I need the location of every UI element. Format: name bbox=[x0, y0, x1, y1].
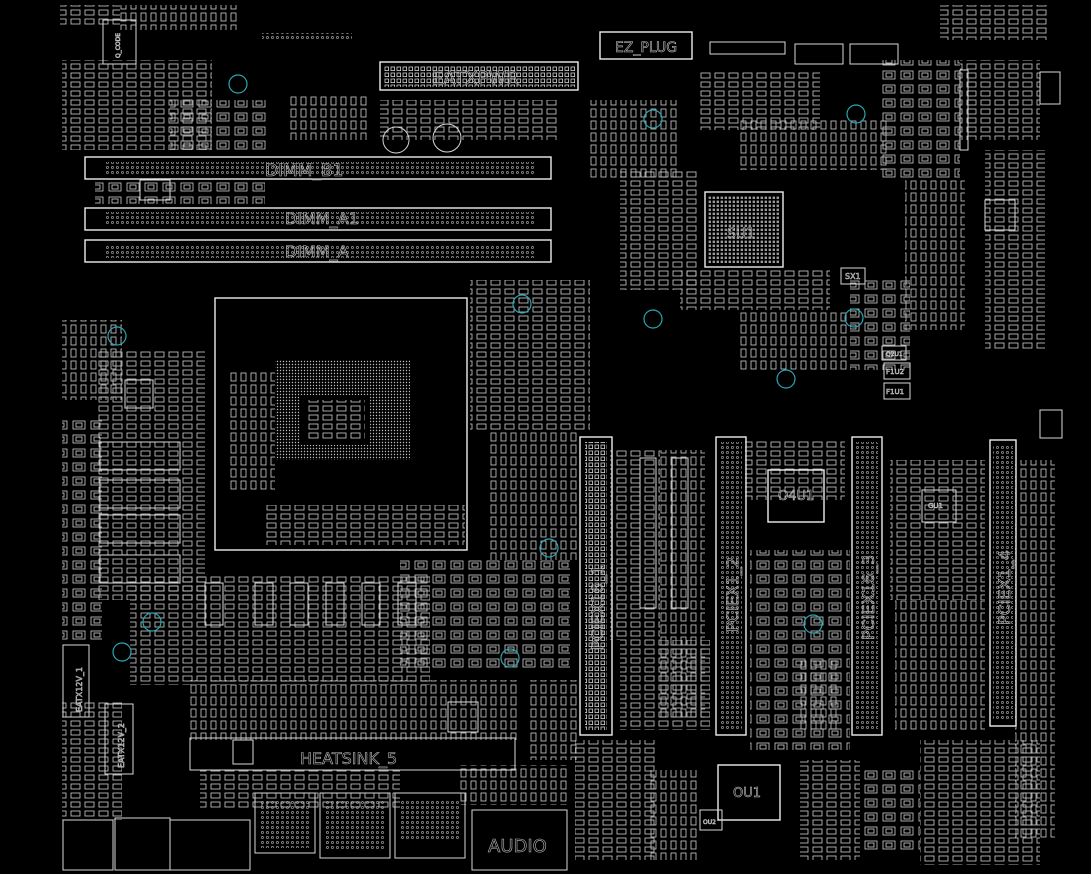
vrm-chokes bbox=[99, 379, 479, 733]
gu1-label: GU1 bbox=[928, 502, 943, 510]
eatx12v-1-label: EATX12V_1 bbox=[75, 667, 84, 712]
crystal-sx1 bbox=[840, 267, 866, 285]
chip-su1-small bbox=[232, 739, 254, 765]
mounting-holes bbox=[107, 74, 866, 668]
chip-ou1 bbox=[717, 764, 781, 821]
top-header-1 bbox=[709, 41, 786, 55]
rear-io-video bbox=[114, 817, 171, 871]
chip-q2u1 bbox=[881, 345, 907, 361]
q2u1-label: Q2U1 bbox=[886, 351, 903, 358]
heatsink-label: HEATSINK_5 bbox=[300, 749, 397, 769]
component-field bbox=[60, 5, 1055, 865]
cpu-socket bbox=[214, 297, 468, 551]
chip-right-3 bbox=[1039, 71, 1061, 105]
pciex1-2-label: PCIEX1_2 bbox=[723, 557, 743, 632]
pciex16-3-label: PCIEX16_3 bbox=[859, 555, 879, 640]
dimm-a1-label: DIMM_A1 bbox=[285, 209, 359, 229]
top-header-2 bbox=[794, 43, 844, 65]
rear-io-usb-1 bbox=[254, 792, 316, 854]
eatxpwr-connector bbox=[379, 61, 579, 91]
f1u1-label: F1U1 bbox=[886, 388, 904, 396]
ez-plug-label: EZ_PLUG bbox=[615, 40, 677, 56]
chip-ou2 bbox=[699, 809, 723, 831]
f1u2-label: F1U2 bbox=[886, 368, 904, 376]
top-header-3 bbox=[849, 43, 899, 65]
eatx12v-1-connector bbox=[62, 644, 90, 718]
o4u1-label: O4U1 bbox=[778, 489, 814, 504]
eatxpwr-label: EATXPWR bbox=[432, 68, 519, 89]
audio-label: AUDIO bbox=[488, 836, 547, 857]
pciex16-1-label: PCIEX16_1 bbox=[588, 565, 608, 650]
sx1-label: SX1 bbox=[845, 272, 861, 281]
dimm-b1-label: DIMM_B1 bbox=[265, 161, 343, 181]
dimm-a-label: DIMM_A bbox=[285, 242, 349, 262]
ou2-label: OU2 bbox=[703, 819, 716, 826]
fuse-f1u1 bbox=[883, 382, 911, 400]
eatx12v-2-label: EATX12V_2 bbox=[117, 723, 126, 768]
q-code-label: Q_CODE bbox=[115, 33, 122, 58]
chipset-su1 bbox=[704, 191, 784, 268]
pciex1-4-label: PCIEX1_4 bbox=[995, 550, 1015, 625]
ou1-label: OU1 bbox=[733, 786, 761, 801]
audio-jack-block bbox=[471, 809, 568, 871]
pcie-slots bbox=[579, 436, 1017, 736]
su1-label: SU1 bbox=[727, 226, 755, 242]
chip-o4u1 bbox=[767, 469, 825, 523]
heatsink-outline bbox=[189, 737, 516, 771]
chip-gu1 bbox=[921, 489, 957, 523]
cmos-battery bbox=[432, 123, 462, 153]
ez-plug-connector bbox=[599, 31, 693, 60]
chip-right-2 bbox=[1039, 409, 1063, 439]
fuse-f1u2 bbox=[883, 362, 911, 380]
cap-1 bbox=[382, 126, 410, 154]
rear-io-usb-2 bbox=[319, 792, 391, 859]
dimm-slots bbox=[84, 156, 552, 263]
rear-io-ps2 bbox=[62, 819, 114, 871]
eatx12v-2-connector bbox=[104, 703, 134, 775]
q-code-display bbox=[102, 19, 137, 65]
rear-io-lan bbox=[394, 792, 466, 859]
right-edge-header bbox=[959, 69, 969, 151]
chip-right-1 bbox=[984, 199, 1016, 231]
